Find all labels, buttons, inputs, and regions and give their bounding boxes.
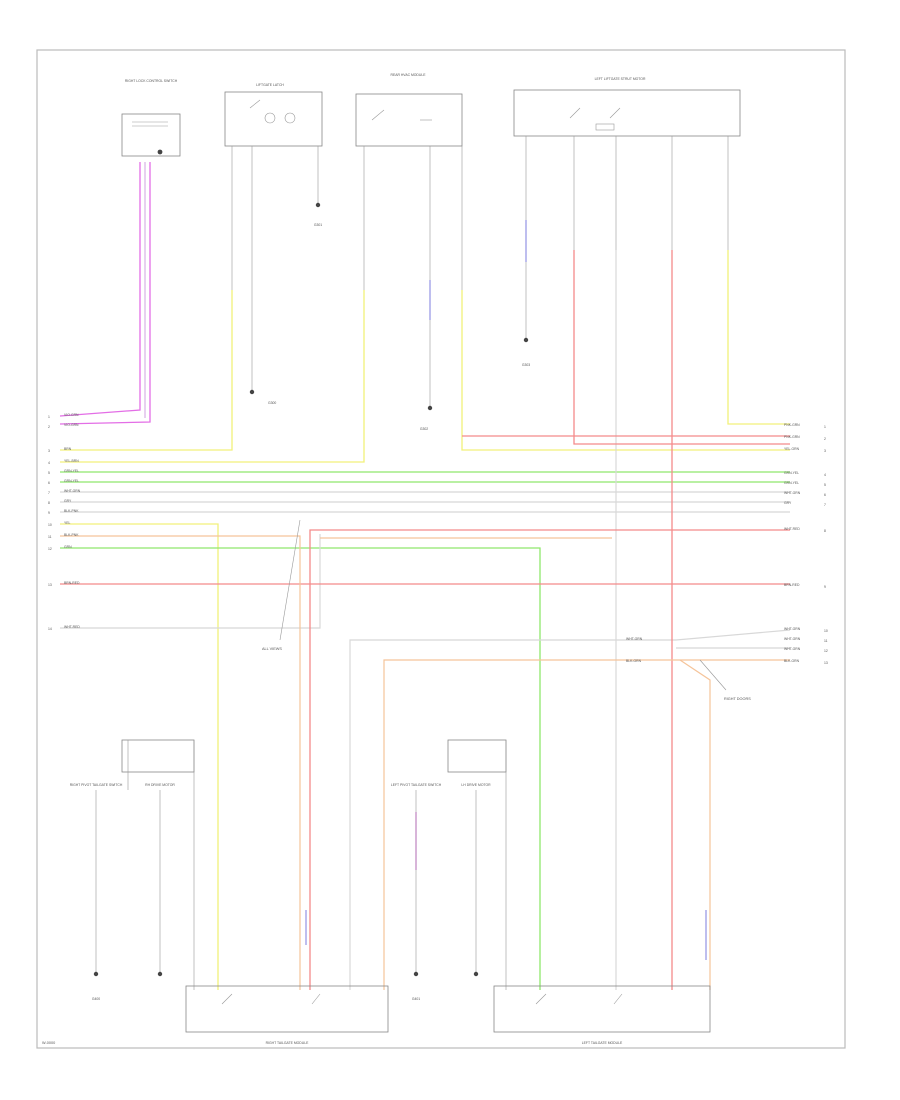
pin-number: 8	[48, 501, 50, 505]
label-right-drive-motor: RH DRIVE MOTOR	[145, 783, 175, 787]
wire-label: WHT-GRN	[64, 489, 81, 493]
wire-label: YEL-BRN	[64, 459, 79, 463]
wire-label: WHT-GRN	[784, 627, 801, 631]
wire-label: GRN	[64, 545, 72, 549]
label-rear-hvac: REAR HVAC MODULE	[391, 73, 427, 77]
pin-number: 10	[48, 523, 52, 527]
wire-label: GRN-YEL	[64, 469, 79, 473]
wire-gray	[60, 250, 791, 990]
wire-red	[60, 250, 790, 990]
component-rear-hvac: REAR HVAC MODULE	[355, 73, 463, 147]
pin-number: 5	[48, 471, 50, 475]
right-tailgate-module: RIGHT TAILGATE MODULE	[185, 985, 389, 1045]
label-liftgate: LIFTGATE LATCH	[256, 83, 284, 87]
wire-label: WHT-GRN	[784, 637, 801, 641]
wire-label: PNK-GRN	[784, 423, 800, 427]
wire-label: GRN-YEL	[64, 479, 79, 483]
wire-label: YEL	[64, 521, 71, 525]
pin-number: 7	[48, 491, 50, 495]
pin-number: 7	[824, 503, 826, 507]
pin-number: 3	[48, 449, 50, 453]
pin-number: 6	[824, 493, 826, 497]
label-g2: G301	[314, 223, 322, 227]
wire-orange	[60, 535, 790, 990]
lower-right-switches: LEFT PIVOT TAILGATE SWITCH LH DRIVE MOTO…	[391, 739, 507, 1001]
wire-label: BRN-RED	[64, 581, 80, 585]
wire-label: BRN-RED	[784, 583, 800, 587]
pin-number: 2	[48, 425, 50, 429]
wire-label: BLK-GRN	[784, 659, 800, 663]
wire-violet	[59, 162, 151, 425]
wire-label: GRN-YEL	[784, 471, 799, 475]
label-g3: G302	[420, 427, 428, 431]
wire-labels-right: PNK-GRN PNK-GRN YEL-GRN GRN-YEL GRN-YEL …	[626, 423, 801, 663]
pin-number: 3	[824, 449, 826, 453]
wire-label: WHT-GRN	[626, 637, 643, 641]
pin-number: 4	[824, 473, 826, 477]
label-g1: G300	[268, 401, 276, 405]
wire-label: BLK-PNK	[64, 533, 79, 537]
component-top-left: RIGHT LOCK CONTROL SWITCH	[121, 79, 181, 157]
wire-label: GRY	[64, 499, 72, 503]
pin-number: 4	[48, 461, 50, 465]
wire-label: BLK-PNK	[64, 509, 79, 513]
wire-green	[60, 471, 790, 990]
wire-label: VIO-GRN	[64, 423, 79, 427]
pin-numbers-right: 1 2 3 4 5 6 7 8 9 10 11 12 13	[824, 425, 828, 665]
label-right-module: RIGHT TAILGATE MODULE	[266, 1041, 309, 1045]
pin-number: 11	[824, 639, 828, 643]
pin-number: 12	[824, 649, 828, 653]
ground-symbols-top: G300 G301 G302 G303	[249, 202, 530, 431]
label-g4: G303	[522, 363, 530, 367]
label-front-left-door: RIGHT LOCK CONTROL SWITCH	[125, 79, 178, 83]
wire-labels-left: VIO-GRN VIO-GRN BRN YEL-BRN GRN-YEL GRN-…	[64, 413, 81, 629]
pin-number: 14	[48, 627, 52, 631]
label-g5: G400	[92, 997, 100, 1001]
top-connector-stubs	[231, 136, 729, 408]
wire-label: GRN-YEL	[784, 481, 799, 485]
pin-numbers-left: 1 2 3 4 5 6 7 8 9 10 11 12 13 14	[48, 415, 52, 631]
pin-number: 2	[824, 437, 826, 441]
wire-label: WHT-GRN	[784, 647, 801, 651]
label-left-pivot-switch: LEFT PIVOT TAILGATE SWITCH	[391, 783, 442, 787]
wire-label: YEL-GRN	[784, 447, 800, 451]
pin-number: 9	[48, 511, 50, 515]
pin-number: 12	[48, 547, 52, 551]
wire-label: VIO-GRN	[64, 413, 79, 417]
component-left-liftgate: LEFT LIFTGATE STRUT MOTOR	[513, 77, 741, 137]
wire-label: WHT-GRN	[784, 491, 801, 495]
pin-number: 1	[824, 425, 826, 429]
footer-code: W-0000	[42, 1041, 55, 1045]
pin-number: 1	[48, 415, 50, 419]
label-right-pivot-switch: RIGHT PIVOT TAILGATE SWITCH	[70, 783, 123, 787]
pin-number: 10	[824, 629, 828, 633]
component-liftgate: LIFTGATE LATCH	[224, 83, 323, 147]
wire-blue	[305, 220, 707, 960]
wire-label: WHT-RED	[784, 527, 800, 531]
pin-number: 8	[824, 529, 826, 533]
pin-number: 13	[824, 661, 828, 665]
pin-number: 9	[824, 585, 826, 589]
left-tailgate-module: LEFT TAILGATE MODULE	[493, 985, 711, 1045]
label-left-module: LEFT TAILGATE MODULE	[582, 1041, 623, 1045]
wire-label: BRN	[64, 447, 72, 451]
pin-number: 13	[48, 583, 52, 587]
pin-number: 5	[824, 483, 826, 487]
wire-yellow	[60, 250, 790, 990]
wire-label: WHT-RED	[64, 625, 80, 629]
wire-label: BLK-GRN	[626, 659, 642, 663]
note-splice-left: ALL VIEWS	[262, 647, 282, 651]
diagram-frame	[36, 49, 846, 1049]
wire-label: PNK-GRN	[784, 435, 800, 439]
note-splice-right: RIGHT DOORS	[724, 697, 751, 701]
label-left-drive-motor: LH DRIVE MOTOR	[461, 783, 491, 787]
pin-number: 11	[48, 535, 52, 539]
label-g6: G401	[412, 997, 420, 1001]
pin-number: 6	[48, 481, 50, 485]
wire-label: GRY	[784, 501, 792, 505]
lower-left-switches: RIGHT PIVOT TAILGATE SWITCH RH DRIVE MOT…	[70, 739, 195, 1001]
splice-notes: ALL VIEWS RIGHT DOORS	[262, 519, 751, 701]
label-left-liftgate: LEFT LIFTGATE STRUT MOTOR	[595, 77, 646, 81]
